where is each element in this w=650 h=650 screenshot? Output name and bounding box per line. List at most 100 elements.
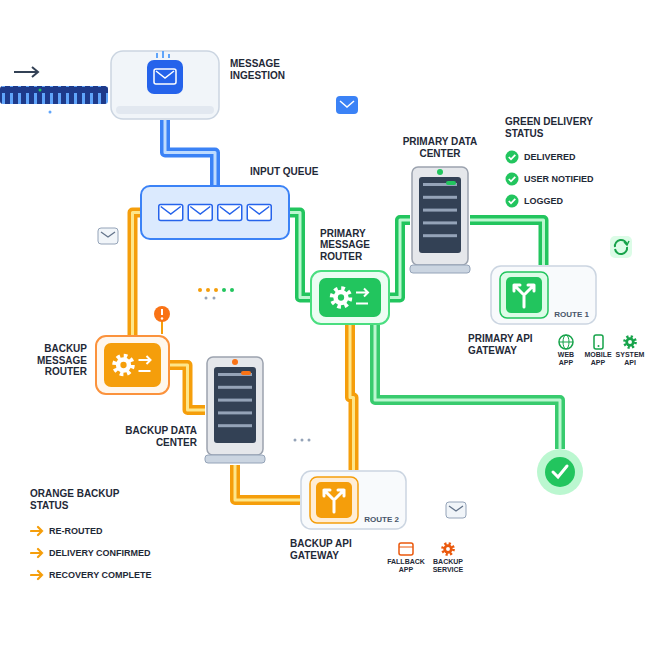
legend-heading: ORANGE BACKUP STATUS: [30, 488, 152, 512]
graphic-part: [423, 234, 457, 237]
pipe-core: [170, 365, 205, 410]
legend-item: RE-ROUTED: [30, 524, 103, 538]
graphic-part: [159, 205, 183, 221]
legend-label: LOGGED: [524, 196, 563, 206]
graphic-part: [168, 54, 170, 58]
endpoint-item: MOBILE APP: [583, 333, 613, 366]
graphic-part: [294, 439, 297, 442]
graphic-part: [111, 51, 219, 119]
graphic-part: [625, 337, 636, 348]
graphic-part: [222, 288, 226, 292]
graphic-part: [324, 490, 344, 512]
graphic-part: [218, 399, 252, 402]
graphic-part: [161, 309, 163, 315]
sync-icon: [610, 236, 632, 258]
graphic-part: [449, 506, 463, 511]
graphic-part: [423, 209, 457, 212]
graphic-part: [190, 207, 210, 215]
graphic-part: [161, 317, 163, 319]
graphic-part: [218, 205, 242, 221]
graphic-part: [154, 69, 176, 84]
graphic-part: [308, 439, 311, 442]
graphic-part: [247, 205, 271, 221]
graphic-part: [141, 186, 289, 239]
ingest-art: [110, 50, 220, 120]
pipe-core: [290, 213, 310, 298]
node-label: INPUT QUEUE: [250, 166, 322, 178]
graphic-part: [336, 96, 358, 114]
queue-box: INPUT QUEUE: [140, 185, 290, 240]
floating-envelope: [446, 502, 466, 518]
graphic-part: [220, 207, 240, 215]
node-label: PRIMARY DATA CENTER: [395, 136, 485, 159]
endpoint-label: MOBILE APP: [583, 351, 613, 366]
graphic-part: [500, 272, 548, 318]
server-art: [205, 355, 265, 465]
check-icon: [505, 194, 519, 208]
graphic-part: [319, 278, 381, 317]
graphic-part: [399, 547, 413, 548]
graphic-part: [338, 294, 344, 300]
graphic-part: [214, 367, 256, 443]
graphic-part: [31, 549, 42, 557]
graphic-part: [559, 335, 573, 349]
pipe-connector: [165, 120, 215, 185]
graphic-part: [356, 289, 368, 304]
legend-item: RECOVERY COMPLETE: [30, 568, 152, 582]
gateway-box: ROUTE 1PRIMARY API GATEWAY: [490, 265, 597, 325]
legend-item: USER NOTIFIED: [505, 172, 594, 186]
route-tag: ROUTE 1: [554, 310, 589, 319]
graphic-part: [423, 196, 457, 199]
legend-label: USER NOTIFIED: [524, 174, 594, 184]
graphic-part: [213, 297, 216, 300]
graphic-part: [446, 502, 466, 518]
graphic-part: [559, 342, 573, 343]
graphic-part: [509, 199, 516, 204]
pipe-connector: [350, 325, 354, 470]
legend-item: LOGGED: [505, 194, 563, 208]
graphic-part: [156, 71, 174, 78]
pipe-core: [165, 120, 215, 185]
endpoint-item: FALLBACK APP: [388, 540, 424, 573]
node-label: BACKUP MESSAGE ROUTER: [11, 343, 87, 378]
graphic-part: [96, 336, 169, 394]
graphic-part: [553, 466, 567, 477]
pipe-connector: [133, 213, 141, 336]
graphic-part: [625, 337, 634, 346]
pipe-core: [390, 220, 410, 298]
pipe-core: [235, 465, 300, 500]
graphic-part: [49, 111, 52, 114]
graphic-part: [115, 356, 133, 374]
dot-trail: [39, 89, 311, 442]
graphic-part: [537, 449, 583, 495]
graphic-part: [207, 357, 263, 455]
globe-icon: [557, 333, 575, 351]
graphic-part: [14, 67, 38, 77]
graphic-part: [249, 207, 269, 215]
graphic-part: [491, 266, 596, 324]
alert-pin: [154, 306, 170, 334]
legend-item: DELIVERED: [505, 150, 576, 164]
graphic-part: [594, 335, 603, 349]
router-art: [310, 270, 390, 325]
graphic-part: [509, 177, 516, 182]
graphic-part: [218, 386, 252, 389]
endpoint-label: SYSTEM API: [613, 351, 647, 366]
arrow-icon: [30, 568, 44, 582]
floating-envelope: [98, 228, 118, 244]
graphic-part: [98, 228, 118, 244]
graphic-part: [423, 221, 457, 224]
legend-label: DELIVERED: [524, 152, 576, 162]
end-check-circle: [537, 449, 583, 495]
gear-icon: [621, 333, 639, 351]
graphic-part: [214, 288, 218, 292]
graphic-part: [0, 86, 108, 104]
pipe-connector: [235, 465, 300, 500]
graphic-part: [310, 477, 358, 523]
graphic-part: [610, 236, 632, 258]
graphic-part: [399, 543, 413, 555]
router-art: [95, 335, 170, 395]
queue-art: [140, 185, 290, 240]
graphic-part: [39, 89, 42, 92]
